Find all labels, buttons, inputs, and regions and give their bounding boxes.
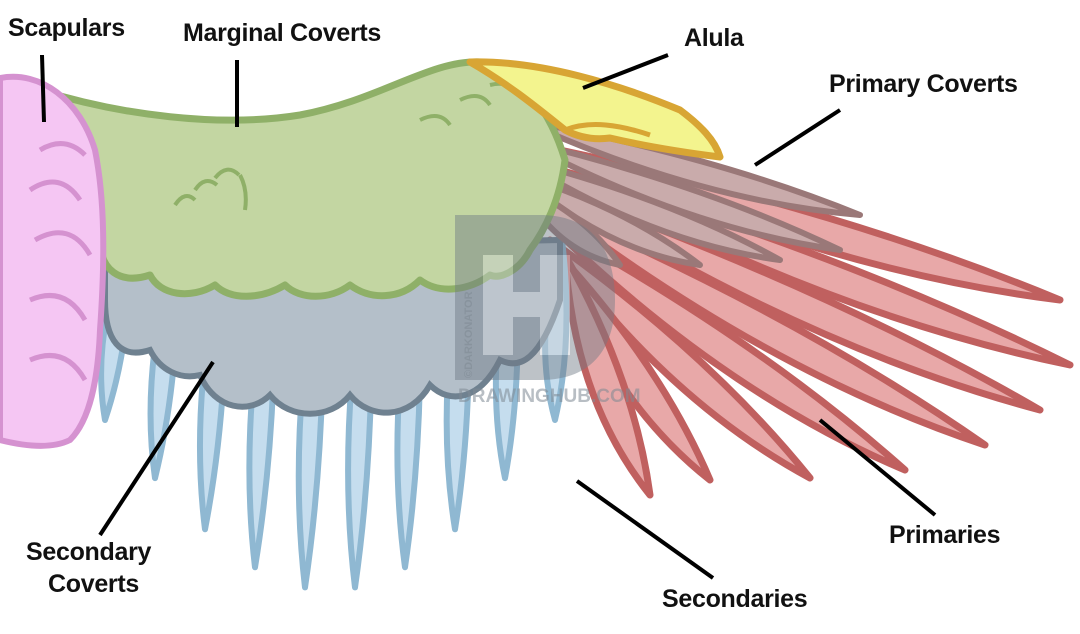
- label-secondary-coverts-line2: Coverts: [48, 570, 139, 598]
- alula-region: [466, 58, 724, 161]
- scapulars-pointer: [40, 54, 46, 123]
- label-marginal-coverts: Marginal Coverts: [183, 19, 381, 47]
- secondaries-pointer: [575, 479, 715, 580]
- primary-coverts-pointer: [753, 108, 842, 167]
- primaries-pointer: [818, 418, 937, 517]
- primary-feather: [551, 206, 989, 449]
- label-alula: Alula: [684, 24, 745, 52]
- label-scapulars: Scapulars: [8, 14, 125, 42]
- alula-pointer: [582, 53, 669, 90]
- primary-feather: [561, 251, 654, 499]
- label-primaries: Primaries: [889, 521, 1000, 549]
- label-primary-coverts: Primary Coverts: [829, 70, 1018, 98]
- watermark-site: DRAWINGHUB.COM: [458, 386, 641, 407]
- label-secondary-coverts-line1: Secondary: [26, 538, 152, 566]
- primary-coverts-feathers: [517, 117, 863, 268]
- watermark-logo: [455, 215, 615, 380]
- watermark-credit: ©DARKONATOR: [463, 291, 475, 378]
- scapulars-region: [0, 73, 107, 449]
- label-secondaries: Secondaries: [662, 585, 807, 613]
- secondary-coverts-pointer: [98, 360, 215, 537]
- marginal-coverts-region: [36, 58, 569, 300]
